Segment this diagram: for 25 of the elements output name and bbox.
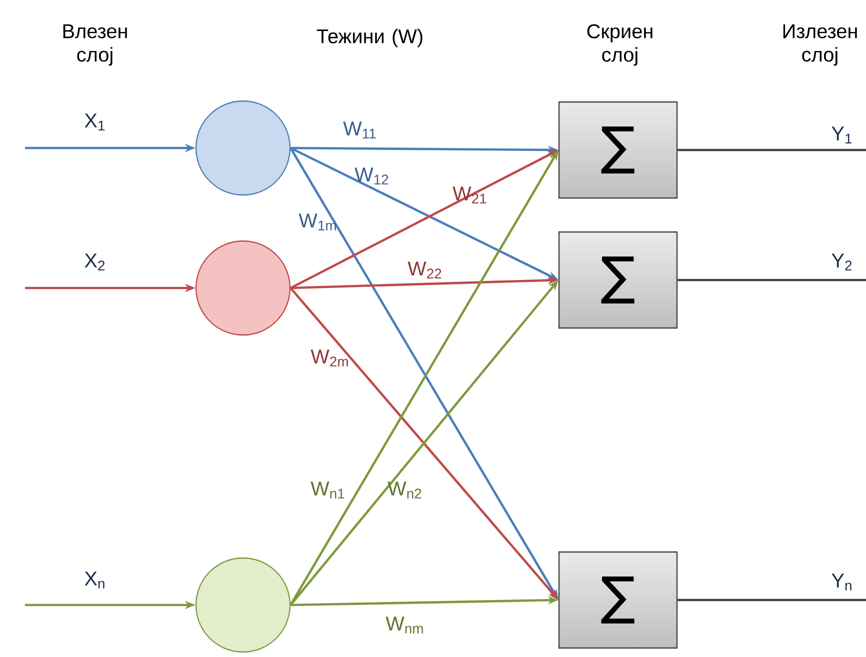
- edge-label: W$_{11}$: [343, 122, 376, 138]
- edge-label: W$_{21}$: [452, 186, 486, 204]
- edge-label: X$_{1}$: [84, 114, 105, 130]
- edge-label: Y$_{1}$: [832, 126, 852, 144]
- edge-label: W$_{n2}$: [388, 482, 422, 498]
- layer-heading: Тежини (W): [316, 28, 422, 48]
- neuron-circle: [195, 240, 291, 336]
- edge-label: X$_{2}$: [84, 254, 105, 270]
- edge-label: W$_{2m}$: [310, 350, 348, 366]
- edge-label: W$_{1m}$: [298, 214, 336, 230]
- sum-box: ∑: [558, 551, 678, 649]
- neuron-circle: [195, 557, 291, 653]
- edge-label: Y$_{n}$: [832, 574, 852, 590]
- edge-label: W$_{n1}$: [310, 482, 344, 498]
- edge-label: W$_{22}$: [408, 262, 442, 278]
- edge-label: Y$_{2}$: [832, 254, 852, 270]
- sum-box: ∑: [558, 101, 678, 199]
- edge-label: W$_{12}$: [354, 168, 388, 184]
- sum-box: ∑: [558, 231, 678, 329]
- neuron-circle: [195, 100, 291, 196]
- edge-label: W$_{nm}$: [386, 616, 423, 634]
- layer-heading: Скриен слој: [587, 24, 652, 66]
- layer-heading: Излезен слој: [783, 24, 857, 66]
- edge-label: X$_{n}$: [84, 572, 104, 588]
- layer-heading: Влезен слој: [63, 24, 127, 66]
